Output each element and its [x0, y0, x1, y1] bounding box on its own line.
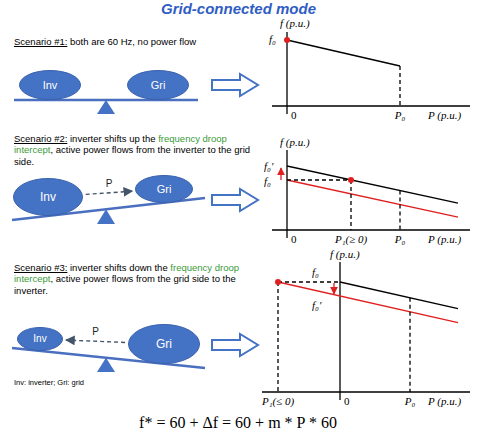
droop-equation: f* = 60 + Δf = 60 + m * P * 60	[139, 414, 337, 432]
flow-label: P	[90, 326, 101, 337]
scenario-text: Scenario #3:inverter shifts down thefreq…	[14, 262, 259, 296]
axis-label: P (p.u.)	[428, 109, 461, 121]
scenario-phrase: both are 60 Hz, no power flow	[70, 36, 196, 47]
node-text: Gri	[151, 80, 166, 91]
axis-label: f (p.u.)	[330, 248, 360, 260]
ellipse-fill	[129, 325, 200, 364]
axis-label: f (p.u.)	[280, 136, 310, 148]
ellipse-fill	[136, 176, 193, 203]
axis-tick: P₁(≤ 0)	[262, 395, 294, 407]
intercept-label: f₀	[312, 266, 319, 278]
scenario-phrase: Scenario #2:	[14, 133, 67, 144]
intercept-label: f₀′	[264, 160, 273, 172]
node-text: Inv	[43, 80, 58, 91]
ellipse-fill	[128, 71, 189, 100]
flow-label: P	[104, 178, 115, 189]
axis-label: 0	[291, 233, 297, 245]
droop-graph	[262, 32, 470, 400]
axis-label: P (p.u.)	[428, 395, 461, 407]
power-flow-arrow	[86, 191, 133, 194]
intercept-label: f₀	[269, 33, 276, 45]
legend-note: Inv: inverter; Gri: grid	[14, 379, 84, 387]
axis-tick: P₀	[395, 109, 406, 121]
axis-label: 0	[344, 395, 350, 407]
scenario-phrase: Scenario #1:	[14, 36, 67, 47]
diagram-title: Grid-connected mode	[0, 1, 477, 18]
balance-ellipse: Gri	[128, 324, 200, 364]
balance-ellipse: Inv	[17, 327, 63, 351]
balance-ellipse: Inv	[19, 70, 81, 100]
intercept-label: f₀′	[312, 299, 321, 311]
axis-tick: P₁(≥ 0)	[335, 233, 367, 245]
balance-ellipse: Gri	[135, 175, 193, 203]
axis-label: P (p.u.)	[428, 233, 461, 245]
scenario-phrase: inverter shifts down the	[70, 262, 168, 273]
node-text: Inv	[33, 334, 46, 344]
node-text: Inv	[40, 191, 56, 203]
ellipse-fill	[18, 328, 63, 351]
node-text: Gri	[156, 338, 172, 350]
axis-label: f (p.u.)	[280, 17, 310, 29]
scenario-phrase: Scenario #3:	[14, 262, 67, 273]
block-arrow	[212, 74, 258, 356]
axis-tick: P₀	[405, 395, 416, 407]
scenario-phrase: , active power flows from the inverter t…	[14, 144, 250, 166]
axis-tick: P₀	[395, 233, 406, 245]
power-flow-arrow	[66, 340, 125, 342]
scenario-text: Scenario #1:both are 60 Hz, no power flo…	[14, 36, 259, 47]
scenario-phrase: inverter shifts up the	[70, 133, 156, 144]
node-text: Gri	[157, 184, 172, 195]
balance-ellipse: Gri	[127, 70, 189, 100]
ellipse-fill	[14, 179, 83, 216]
balance-ellipse: Inv	[13, 178, 83, 216]
scenario-text: Scenario #2:inverter shifts up thefreque…	[14, 133, 259, 167]
axis-label: 0	[291, 109, 297, 121]
ellipse-fill	[20, 71, 81, 100]
intercept-label: f₀	[264, 175, 271, 187]
